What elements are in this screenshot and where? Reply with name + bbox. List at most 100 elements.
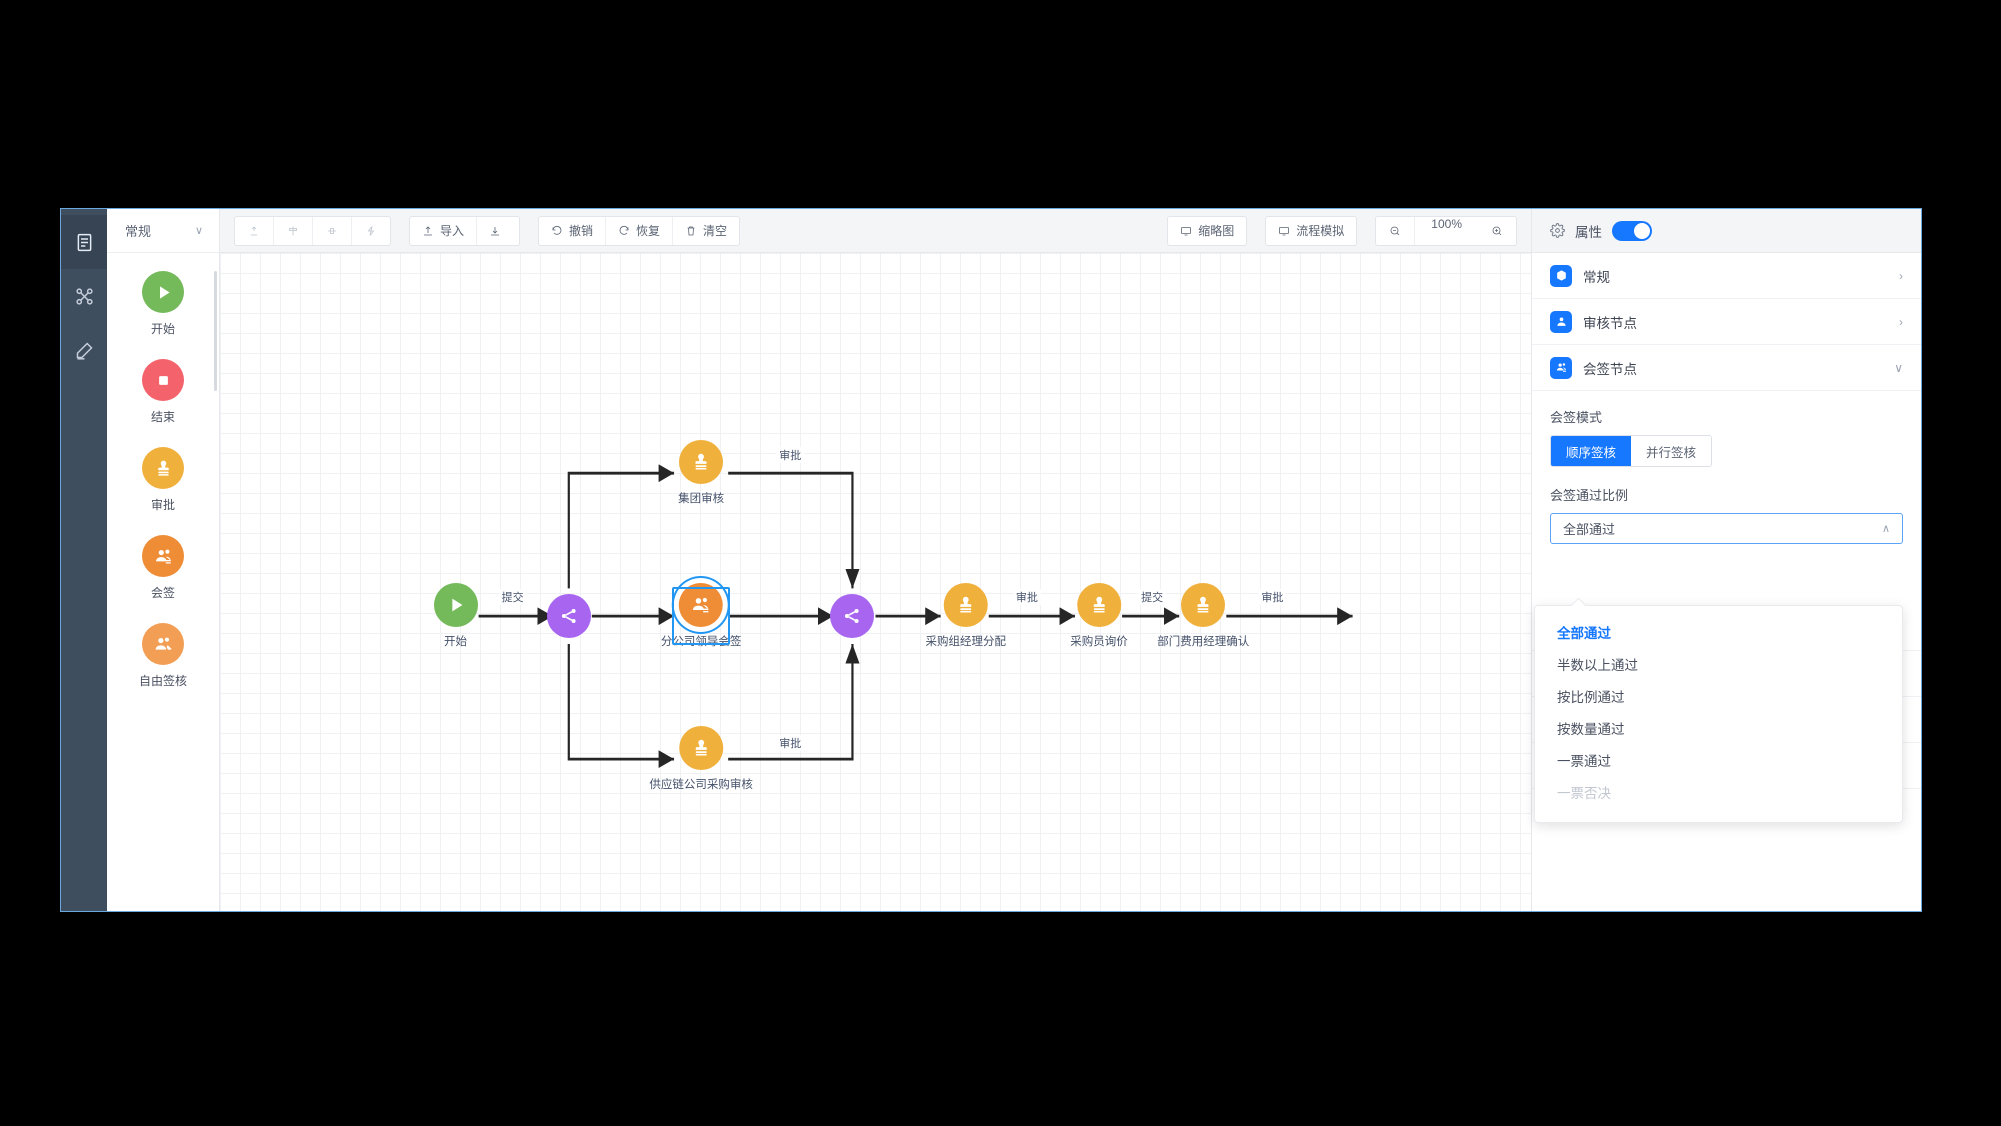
redo-icon	[619, 225, 629, 235]
zoom-out-icon	[1390, 226, 1400, 235]
chevron-up-icon: ∧	[1881, 523, 1890, 535]
flow-edges	[478, 464, 1353, 769]
toolbar-btn-simulate-label: 流程模拟	[1296, 224, 1345, 238]
mode-option-parallel[interactable]: 并行签核	[1631, 436, 1712, 466]
palette-item-label: 结束	[150, 410, 175, 424]
edge-label-0: 提交	[498, 589, 527, 606]
rail-item-pen[interactable]	[61, 323, 107, 377]
toolbar-btn-revoke-label: 撤销	[569, 224, 594, 238]
import-icon	[424, 225, 432, 235]
flow-node-label: 供应链公司采购审核	[649, 779, 753, 792]
stamp-icon	[1197, 596, 1209, 613]
user-icon	[1556, 317, 1566, 326]
node-selection-box	[672, 587, 731, 646]
edge-label-1: 审批	[776, 447, 805, 464]
mode-option-sequential[interactable]: 顺序签核	[1551, 436, 1632, 466]
toolbar-btn-clear-label: 清空	[703, 224, 728, 238]
flow-node-label: 开始	[444, 636, 468, 649]
edge-label-5: 审批	[1258, 589, 1287, 606]
toolbar-group-zoom: 100%	[1375, 215, 1517, 246]
ratio-option-2[interactable]: 按比例通过	[1557, 690, 1625, 705]
ratio-select[interactable]: 全部通过 ∧	[1550, 513, 1903, 544]
free-sign-icon	[155, 637, 172, 650]
rail-item-document[interactable]	[61, 215, 107, 269]
toolbar-btn-zoom-in[interactable]	[1478, 217, 1516, 245]
flow-node-cost[interactable]: 部门费用经理确认	[1157, 583, 1249, 649]
toolbar-btn-zoom-out[interactable]	[1376, 216, 1416, 245]
ratio-option-1[interactable]: 半数以上通过	[1557, 658, 1638, 673]
ratio-option-3[interactable]: 按数量通过	[1557, 722, 1625, 737]
palette-item-icon-wrap	[142, 535, 184, 577]
section-icon-wrap	[1550, 356, 1572, 379]
toolbar-group-simulate: 流程模拟	[1265, 215, 1358, 246]
toolbar-group-io: 导入	[409, 215, 521, 246]
palette-item-1[interactable]: 结束	[107, 359, 219, 425]
toolbar-btn-revoke[interactable]: 撤销	[539, 216, 607, 245]
toolbar-btn-redo-label: 恢复	[636, 224, 661, 238]
palette-item-0[interactable]: 开始	[107, 271, 219, 337]
ratio-option-0[interactable]: 全部通过	[1557, 626, 1611, 641]
toolbar-btn-minimap[interactable]: 缩略图	[1168, 217, 1246, 245]
zoom-level-label[interactable]: 100%	[1431, 216, 1462, 231]
section-label: 会签节点	[1583, 361, 1637, 377]
distribute-icon	[328, 227, 336, 234]
palette-item-4[interactable]: 自由签核	[107, 623, 219, 689]
flow-node-buyer[interactable]: 采购员询价	[1070, 583, 1128, 649]
section-icon-wrap	[1550, 264, 1572, 287]
toolbar-btn-export[interactable]	[477, 217, 519, 245]
toolbar-btn-redo[interactable]: 恢复	[606, 216, 674, 245]
lightning-icon	[367, 225, 375, 236]
nodes-icon	[75, 287, 93, 305]
flow-node-gw1[interactable]	[546, 594, 591, 639]
toolbar-btn-undo-arrow[interactable]	[235, 216, 274, 245]
palette-item-icon-wrap	[142, 271, 184, 313]
pen-icon	[76, 341, 93, 360]
document-icon	[77, 233, 91, 251]
edge-label-3: 审批	[1012, 589, 1041, 606]
section-icon-wrap	[1550, 310, 1572, 333]
left-icon-rail	[61, 209, 107, 911]
flow-node-supply[interactable]: 供应链公司采购审核	[649, 726, 753, 792]
revoke-icon	[552, 225, 562, 235]
toolbar-btn-clear[interactable]: 清空	[673, 217, 739, 245]
gear-icon	[1550, 223, 1565, 238]
gateway-icon	[845, 609, 860, 624]
cube-icon	[1556, 270, 1566, 281]
countersign-icon	[155, 549, 171, 563]
stamp-icon	[695, 739, 707, 756]
toolbar-btn-align[interactable]	[274, 216, 313, 245]
properties-section-1[interactable]: 审核节点›	[1532, 299, 1921, 345]
toolbar-group-minimap: 缩略图	[1167, 215, 1248, 246]
stamp-icon	[960, 596, 972, 613]
chevron-right-icon: ›	[1899, 268, 1903, 283]
flow-node-pmgr[interactable]: 采购组经理分配	[925, 583, 1006, 649]
ratio-select-value: 全部通过	[1563, 522, 1616, 537]
ratio-option-4[interactable]: 一票通过	[1557, 754, 1611, 769]
flow-node-icon-wrap	[433, 583, 478, 628]
flow-node-gw2[interactable]	[830, 594, 875, 639]
flow-node-branch[interactable]: 分公司领导会签	[661, 583, 741, 649]
toolbar-btn-import-label: 导入	[440, 224, 465, 238]
palette-item-3[interactable]: 会签	[107, 535, 219, 601]
node-palette: 常规 ∨ 开始结束审批会签自由签核	[107, 209, 220, 911]
chevron-right-icon: ›	[1899, 314, 1903, 329]
palette-category-label: 常规	[125, 224, 152, 239]
flow-node-icon-wrap	[1077, 583, 1121, 628]
flow-canvas[interactable]: 开始 集团审核分公司领导会签供应链公司采购审核 采购组经理分配 采购员询价部门费用经理…	[220, 253, 1531, 911]
flow-node-start[interactable]: 开始	[433, 583, 478, 649]
toolbar-btn-simulate[interactable]: 流程模拟	[1266, 217, 1356, 245]
rail-item-nodes[interactable]	[61, 269, 107, 323]
palette-item-2[interactable]: 审批	[107, 447, 219, 513]
toolbar-btn-lightning[interactable]	[352, 217, 390, 245]
properties-toggle[interactable]	[1612, 220, 1652, 241]
properties-panel: 属性 常规›审核节点›会签节点∨ 会签模式 顺序签核 并行签核 会签通过比例 全…	[1531, 209, 1921, 911]
toolbar-btn-distribute[interactable]	[313, 216, 352, 245]
palette-category-header[interactable]: 常规 ∨	[107, 209, 219, 253]
palette-scrollbar[interactable]	[214, 271, 217, 391]
editor-toolbar: 导入 撤销 恢复 清空	[220, 209, 1531, 253]
properties-section-0[interactable]: 常规›	[1532, 253, 1921, 299]
properties-section-2[interactable]: 会签节点∨	[1532, 345, 1921, 391]
edge-label-2: 审批	[776, 734, 805, 751]
flow-node-group[interactable]: 集团审核	[678, 440, 724, 506]
toolbar-btn-import[interactable]: 导入	[410, 216, 478, 245]
